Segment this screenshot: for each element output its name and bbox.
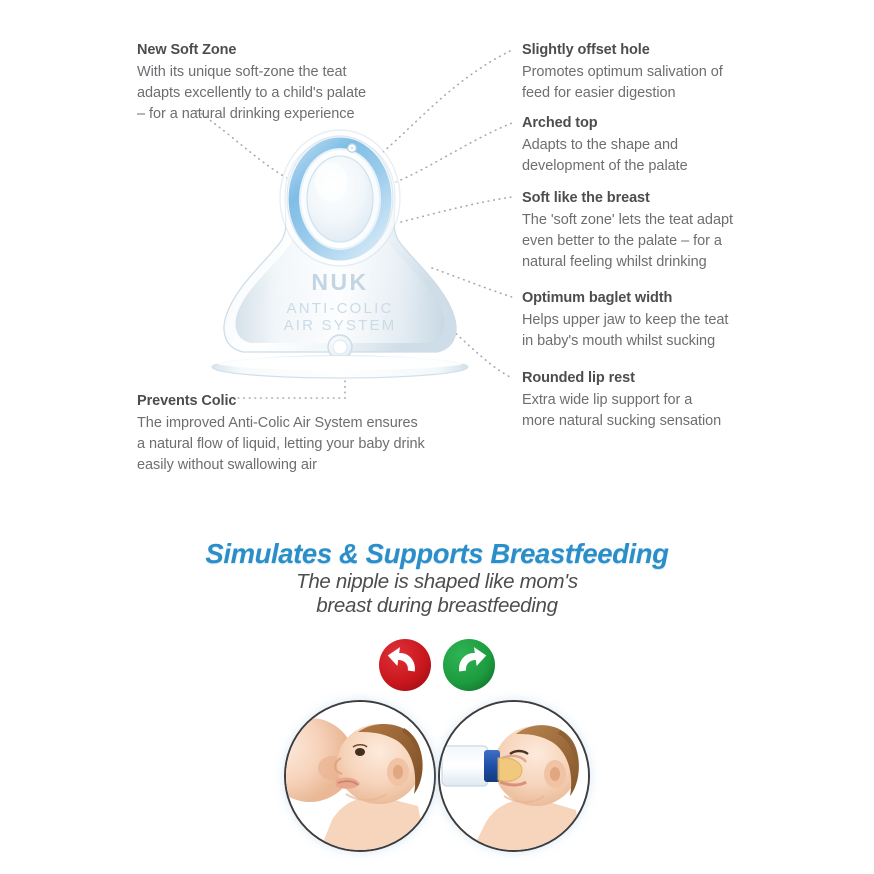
breastfeeding-subtitle-line1: The nipple is shaped like mom's bbox=[296, 570, 578, 593]
air-vent-inner bbox=[332, 339, 348, 355]
brand-text: NUK bbox=[311, 269, 368, 295]
callout-prevents-colic: Prevents Colic The improved Anti-Colic A… bbox=[137, 391, 477, 476]
green-rotate-right-badge bbox=[443, 639, 495, 691]
baby-bottle-feeding-photo bbox=[438, 700, 590, 852]
callout-new-soft-zone: New Soft Zone With its unique soft-zone … bbox=[137, 40, 467, 125]
callout-body: Promotes optimum salivation of feed for … bbox=[522, 64, 723, 101]
nuk-teat-illustration: NUK ANTI-COLIC AIR SYSTEM bbox=[211, 129, 469, 379]
soft-zone-inner-gloss bbox=[315, 162, 347, 202]
callout-title: Soft like the breast bbox=[522, 190, 650, 206]
offset-hole-center bbox=[350, 146, 354, 150]
callout-title: Optimum baglet width bbox=[522, 290, 673, 306]
emboss-anti-colic: ANTI-COLIC bbox=[286, 300, 393, 317]
breastfeeding-headline: Simulates & Supports Breastfeeding bbox=[205, 538, 669, 569]
callout-body: With its unique soft-zone the teat adapt… bbox=[137, 64, 366, 122]
breastfeeding-subtitle-line2: breast during breastfeeding bbox=[316, 594, 558, 617]
callout-body: Adapts to the shape and development of t… bbox=[522, 137, 688, 174]
baby-breastfeeding-photo bbox=[284, 700, 436, 852]
lip-rest-flange-top bbox=[216, 356, 464, 370]
rotation-badges bbox=[0, 636, 874, 694]
breastfeeding-subtitle: The nipple is shaped like mom's breast d… bbox=[0, 570, 874, 618]
callout-title: Rounded lip rest bbox=[522, 370, 635, 386]
callout-optimum-baglet-width: Optimum baglet width Helps upper jaw to … bbox=[522, 288, 772, 352]
callout-body: Helps upper jaw to keep the teat in baby… bbox=[522, 312, 729, 349]
soft-zone-ring bbox=[288, 137, 392, 261]
callout-body: The 'soft zone' lets the teat adapt even… bbox=[522, 212, 733, 270]
callout-arched-top: Arched top Adapts to the shape and devel… bbox=[522, 113, 772, 177]
emboss-air-system: AIR SYSTEM bbox=[284, 317, 397, 334]
callout-title: Slightly offset hole bbox=[522, 42, 650, 58]
callout-rounded-lip-rest: Rounded lip rest Extra wide lip support … bbox=[522, 368, 772, 432]
red-rotate-left-badge bbox=[379, 639, 431, 691]
callout-soft-like-the-breast: Soft like the breast The 'soft zone' let… bbox=[522, 188, 777, 273]
comparison-photos bbox=[0, 700, 874, 852]
callout-title: Arched top bbox=[522, 115, 598, 131]
callout-slightly-offset-hole: Slightly offset hole Promotes optimum sa… bbox=[522, 40, 772, 104]
callout-body: Extra wide lip support for a more natura… bbox=[522, 392, 722, 429]
callout-body: The improved Anti-Colic Air System ensur… bbox=[137, 415, 425, 473]
callout-title: New Soft Zone bbox=[137, 42, 237, 58]
callout-title: Prevents Colic bbox=[137, 393, 237, 409]
soft-zone-ring-inner-edge bbox=[299, 148, 381, 250]
